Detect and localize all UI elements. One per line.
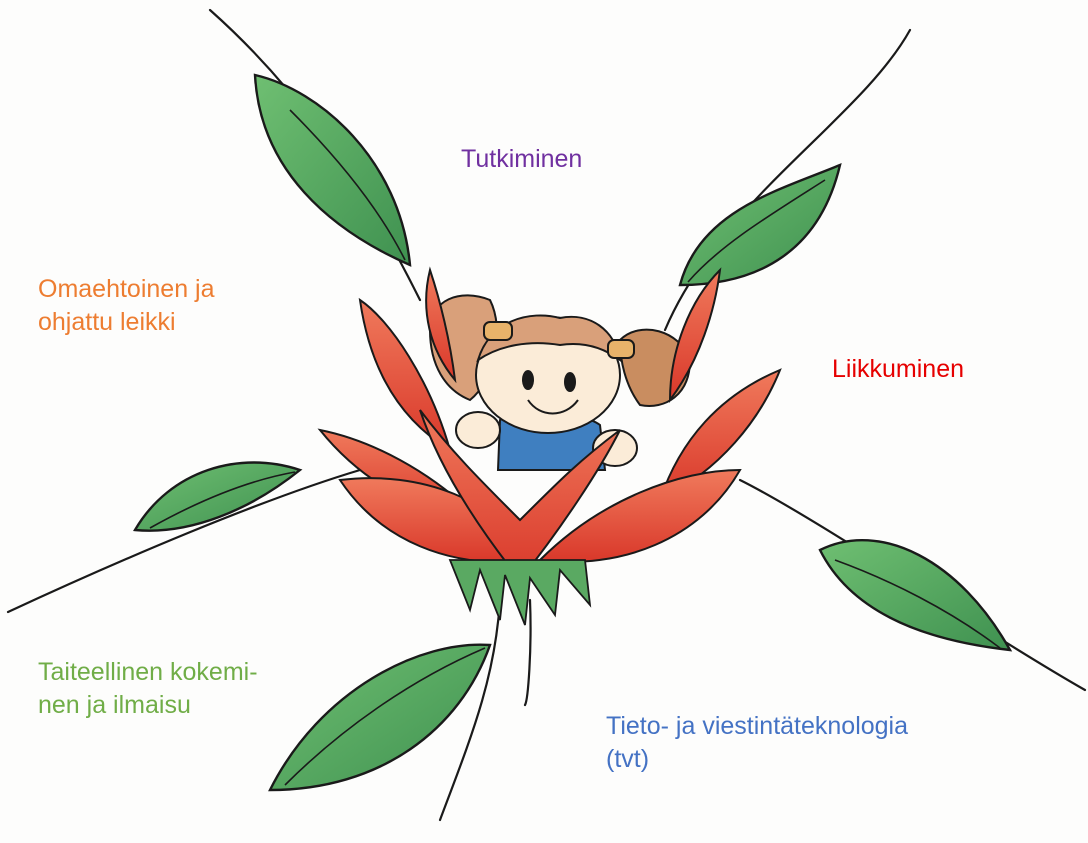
hair-clip-left — [484, 322, 512, 340]
left-eye — [523, 371, 533, 389]
label-line: Tieto- ja viestintäteknologia — [606, 710, 908, 743]
right-eye — [565, 373, 575, 391]
label-line: (tvt) — [606, 743, 908, 776]
leaf-top-left — [255, 75, 410, 265]
label-line: Tutkiminen — [461, 143, 582, 176]
label-omaehtoinen-leikki: Omaehtoinen ja ohjattu leikki — [38, 273, 215, 339]
left-hand — [456, 412, 500, 448]
label-liikkuminen: Liikkuminen — [832, 353, 964, 386]
label-line: ohjattu leikki — [38, 306, 215, 339]
label-tvt: Tieto- ja viestintäteknologia (tvt) — [606, 710, 908, 776]
hair-clip-right — [608, 340, 634, 358]
label-tutkiminen: Tutkiminen — [461, 143, 582, 176]
label-line: Taiteellinen kokemi- — [38, 656, 258, 689]
girl-face — [476, 315, 634, 433]
label-line: Liikkuminen — [832, 353, 964, 386]
label-line: Omaehtoinen ja — [38, 273, 215, 306]
label-taiteellinen-ilmaisu: Taiteellinen kokemi- nen ja ilmaisu — [38, 656, 258, 722]
sepals — [450, 560, 590, 625]
leaf-top-right — [680, 165, 840, 285]
label-line: nen ja ilmaisu — [38, 689, 258, 722]
